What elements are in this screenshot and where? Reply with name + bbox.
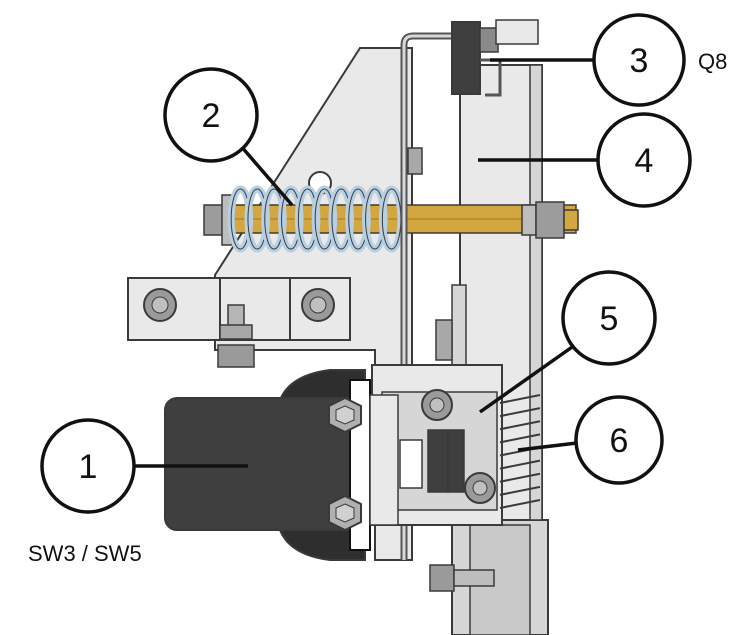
label-q8: Q8 (698, 49, 727, 74)
callout-4: 4 (596, 112, 692, 208)
plate-bolt-upper (407, 147, 423, 175)
leader-6 (517, 441, 578, 452)
extension-spring-coil (499, 394, 541, 404)
lower-rail-bolt (429, 564, 495, 592)
extension-spring-coil (499, 407, 541, 418)
switch-contacts (399, 429, 465, 493)
rod-end-nut (521, 201, 579, 239)
bracket-bottom-bolt (217, 304, 255, 368)
clamp-bolt-bottom (328, 494, 362, 532)
extension-spring-coil (499, 420, 541, 431)
callout-1: 1 (40, 418, 136, 514)
callout-1-number: 1 (79, 448, 98, 486)
callout-6-number: 6 (610, 422, 629, 460)
u-bar-highlight (402, 34, 500, 560)
extension-spring-coil (499, 433, 541, 444)
callout-5-number: 5 (600, 300, 619, 338)
bolt-left (143, 288, 177, 322)
callout-6: 6 (574, 395, 664, 485)
leader-5 (478, 343, 577, 414)
callout-5: 5 (561, 270, 657, 366)
leader-2 (238, 143, 294, 207)
callout-4-number: 4 (635, 142, 654, 180)
plate-bolt-middle (435, 319, 453, 361)
extension-spring (499, 394, 541, 509)
extension-spring-coil (499, 472, 541, 483)
q8-switch (451, 19, 539, 97)
rod-head-nut (203, 194, 233, 246)
switch-bolt-top (421, 389, 453, 421)
bolt-right (301, 288, 335, 322)
callout-3: 3 (592, 13, 686, 107)
right-plate-edge (529, 64, 543, 521)
callout-2-number: 2 (202, 97, 221, 135)
solenoid-clamp (164, 369, 399, 561)
clamp-bolt-top (328, 396, 362, 434)
callout-3-number: 3 (630, 42, 649, 80)
label-sw: SW3 / SW5 (28, 541, 142, 566)
switch-bolt-bottom (464, 472, 496, 504)
extension-spring-coil (499, 485, 541, 496)
leader-lines (128, 58, 598, 468)
middle-right-bracket (451, 284, 467, 366)
extension-spring-coil (499, 459, 541, 470)
callout-2: 2 (163, 67, 259, 163)
extension-spring-coil (499, 499, 541, 509)
